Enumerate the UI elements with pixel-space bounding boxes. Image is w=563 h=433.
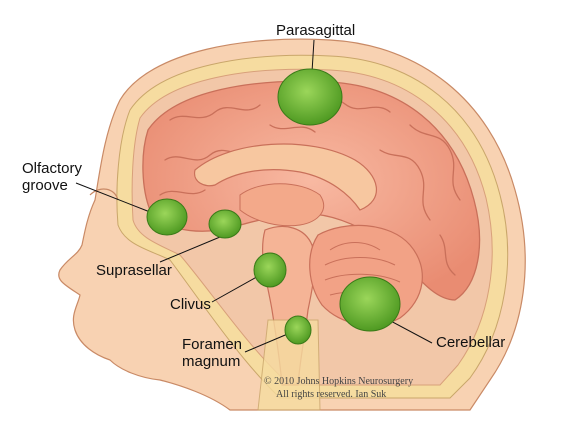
suprasellar-tumor xyxy=(208,209,242,239)
thalamus xyxy=(239,183,325,227)
copyright-line1: © 2010 Johns Hopkins Neurosurgery xyxy=(264,376,414,387)
clivus-tumor xyxy=(253,252,287,288)
label-olfactory-line1: Olfactory xyxy=(22,160,83,177)
corpus-callosum xyxy=(193,143,377,211)
label-cerebellar: Cerebellar xyxy=(436,334,506,351)
label-olfactory-line2: groove xyxy=(22,177,68,194)
olfactory-groove-tumor xyxy=(146,198,188,236)
label-foramen-line2: magnum xyxy=(182,353,241,370)
copyright-line2: All rights reserved. Ian Suk xyxy=(276,389,387,400)
label-parasagittal: Parasagittal xyxy=(276,22,356,39)
label-suprasellar: Suprasellar xyxy=(96,262,172,279)
label-clivus: Clivus xyxy=(170,296,211,313)
foramen-magnum-tumor xyxy=(284,315,312,345)
parasagittal-tumor xyxy=(277,68,343,126)
brain-gyri xyxy=(159,94,461,276)
eye-area xyxy=(89,188,119,201)
label-foramen-line1: Foramen xyxy=(182,336,243,353)
cerebellar-tumor xyxy=(339,276,401,332)
